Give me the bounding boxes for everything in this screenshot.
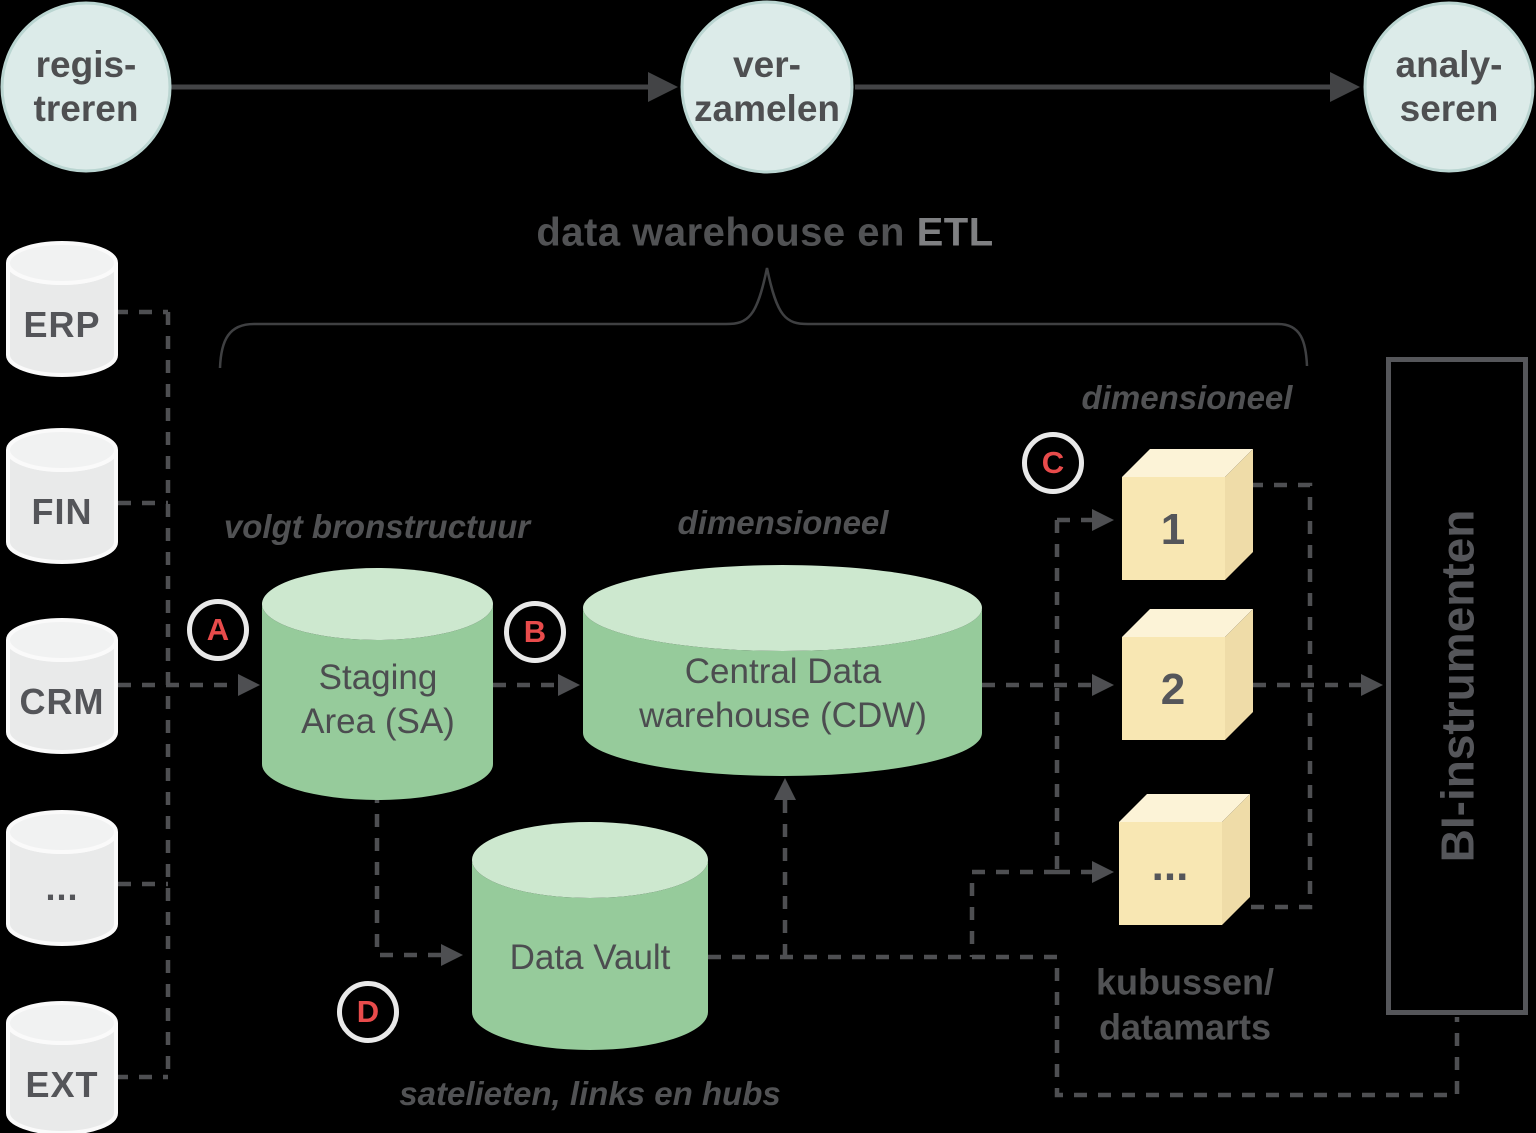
badge-d: D	[337, 981, 399, 1043]
badge-c: C	[1022, 432, 1084, 494]
step-analyseren-line2: seren	[1399, 88, 1499, 129]
step-analyseren-line1: analy-	[1395, 44, 1503, 85]
step-registreren-line1: regis-	[35, 44, 137, 85]
process-flow-arrows	[171, 72, 1360, 102]
cubes-caption-line2: datamarts	[1098, 1006, 1272, 1048]
cdw-label-line1: Central Data	[684, 652, 882, 691]
circle-analyseren	[1363, 1, 1535, 173]
annotation-satelieten-links-hubs: satelieten, links en hubs	[399, 1075, 781, 1112]
annotation-volgt-bronstructuur: volgt bronstructuur	[223, 508, 531, 545]
cdw-label-line2: warehouse (CDW)	[639, 696, 927, 735]
bi-instruments-box: BI-instrumenten	[1386, 357, 1528, 1015]
arrowhead-into-bi	[1361, 674, 1383, 696]
badge-a: A	[187, 599, 249, 661]
cylinder-data-vault	[472, 822, 708, 1050]
cylinder-cdw	[583, 565, 982, 776]
arrowhead-into-staging	[238, 674, 260, 696]
step-verzamelen-line2: zamelen	[693, 88, 841, 129]
badge-c-letter: C	[1041, 445, 1065, 480]
dashed-arrowheads	[238, 509, 1383, 966]
source-label-erp: ERP	[23, 304, 101, 345]
arrowhead-analyseren	[1330, 72, 1360, 102]
connector-d-datavault	[374, 790, 441, 958]
cube-1	[1122, 449, 1253, 580]
arrowhead-into-cube2	[1092, 674, 1114, 696]
arrowhead-verzamelen	[648, 72, 678, 102]
badge-b-letter: B	[523, 614, 547, 649]
cylinder-dots	[6, 810, 118, 946]
source-label-dots: ...	[45, 867, 79, 908]
annotation-dimensioneel-cubes: dimensioneel	[1081, 379, 1293, 416]
step-registreren-line2: treren	[33, 88, 139, 129]
cube-etc	[1119, 794, 1250, 925]
badge-d-letter: D	[356, 994, 380, 1029]
datavault-bi-path	[708, 954, 1460, 1098]
source-label-fin: FIN	[31, 491, 93, 532]
warehouse-cylinders	[262, 565, 982, 1050]
circle-verzamelen	[680, 0, 854, 174]
cube-feed-drop	[969, 869, 1057, 957]
brace-data-warehouse-scope	[218, 267, 1309, 369]
arrowhead-into-cube3	[1092, 861, 1114, 883]
step-verzamelen-line1: ver-	[733, 44, 801, 85]
source-label-crm: CRM	[19, 681, 105, 722]
section-title: data warehouse en ETL	[536, 211, 993, 256]
cube-output-bus	[1243, 482, 1313, 910]
cylinder-crm	[6, 618, 118, 754]
cube1-label: 1	[1160, 505, 1186, 554]
cylinder-staging-area	[262, 568, 493, 801]
section-title-etl: ETL	[916, 210, 994, 255]
arrowhead-into-cube1	[1092, 509, 1114, 531]
arrowhead-into-cdw-bottom	[774, 778, 796, 800]
badge-a-letter: A	[206, 612, 230, 647]
circle-registreren	[0, 1, 172, 173]
annotation-dimensioneel-cdw: dimensioneel	[677, 504, 889, 541]
cube2-label: 2	[1160, 665, 1186, 714]
cubes-caption-line1: kubussen/	[1095, 961, 1275, 1003]
cylinder-ext	[6, 1001, 118, 1133]
staging-label-line1: Staging	[318, 658, 438, 697]
source-cylinders	[6, 241, 118, 1133]
process-circles	[0, 0, 1535, 174]
staging-label-line2: Area (SA)	[301, 702, 455, 741]
arrowhead-into-cdw	[558, 674, 580, 696]
bi-instruments-label: BI-instrumenten	[1431, 509, 1483, 863]
section-title-dark: data warehouse en	[536, 210, 905, 255]
source-label-ext: EXT	[25, 1064, 99, 1105]
badge-b: B	[504, 601, 566, 663]
cube-2	[1122, 609, 1253, 740]
arrowhead-into-datavault	[441, 944, 463, 966]
data-vault-label: Data Vault	[509, 938, 671, 977]
cylinder-fin	[6, 428, 118, 564]
dashed-connectors	[115, 309, 1460, 1098]
cube3-label: ...	[1151, 841, 1189, 890]
cylinder-erp	[6, 241, 118, 377]
datamart-cubes	[1119, 449, 1253, 925]
